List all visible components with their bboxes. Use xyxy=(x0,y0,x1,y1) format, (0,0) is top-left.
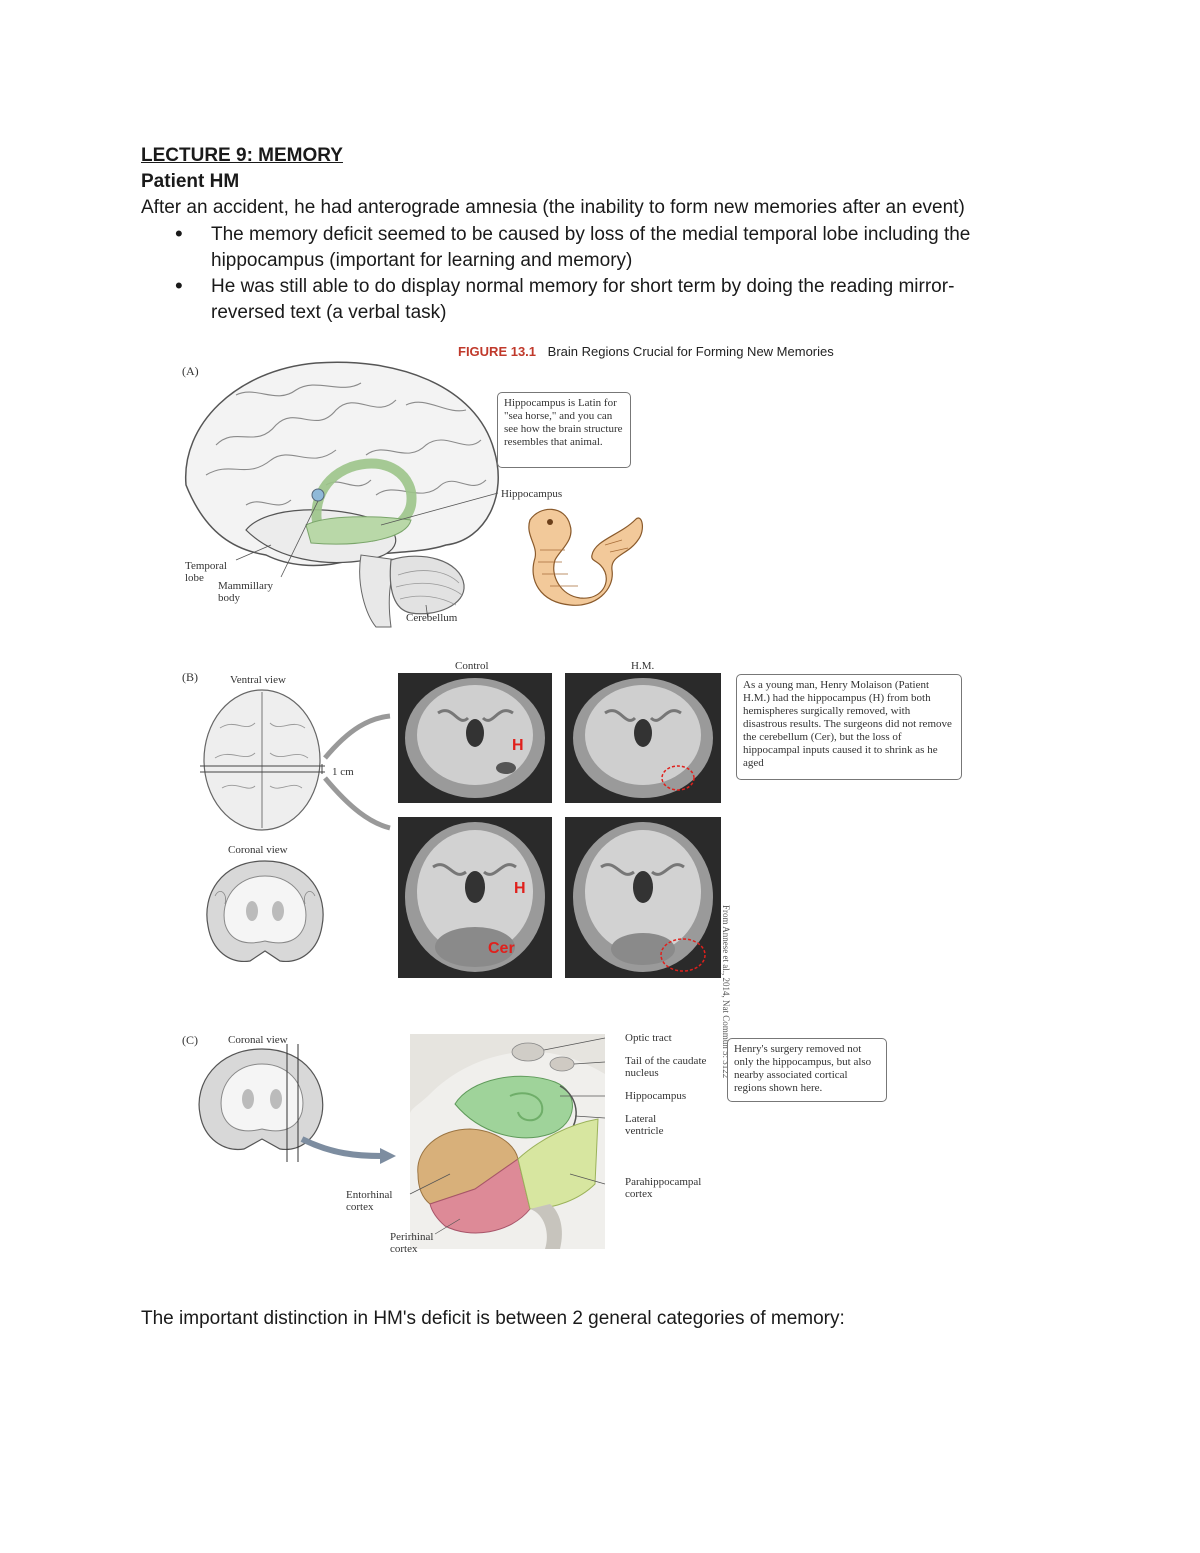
closing-paragraph: The important distinction in HM's defici… xyxy=(141,1308,845,1329)
label-cerebellum: Cerebellum xyxy=(406,612,458,624)
label-hm: H.M. xyxy=(631,660,655,672)
label-coronal-view-c: Coronal view xyxy=(228,1034,288,1046)
label-scale: 1 cm xyxy=(332,766,354,778)
bullet-item: The memory deficit seemed to be caused b… xyxy=(141,221,1021,274)
figure-number: FIGURE 13.1 xyxy=(458,344,537,359)
figure-header: FIGURE 13.1 Brain Regions Crucial for Fo… xyxy=(458,344,834,359)
hippocampus-callout: Hippocampus is Latin for "sea horse," an… xyxy=(497,392,631,468)
mark-h-bottom: H xyxy=(514,880,526,897)
ventral-brain-illustration xyxy=(200,689,391,831)
mark-h-top: H xyxy=(512,737,524,754)
label-hippocampus: Hippocampus xyxy=(501,488,563,500)
mark-cer: Cer xyxy=(488,940,515,957)
coronal-slice-illustration-b xyxy=(206,860,324,963)
label-parahippocampal: Parahippocampal cortex xyxy=(625,1176,702,1200)
seahorse-illustration xyxy=(528,508,644,606)
mri-hm-top xyxy=(565,673,721,803)
mri-control-bottom xyxy=(398,817,552,978)
panel-a-letter: (A) xyxy=(182,364,199,378)
label-mammillary-body: Mammillary body xyxy=(218,580,273,604)
panel-c-letter: (C) xyxy=(182,1033,198,1047)
label-optic-tract: Optic tract xyxy=(625,1032,672,1044)
lecture-title: LECTURE 9: MEMORY xyxy=(141,145,343,166)
figure-title: Brain Regions Crucial for Forming New Me… xyxy=(547,344,834,359)
intro-paragraph: After an accident, he had anterograde am… xyxy=(141,197,965,218)
label-lateral-ventricle: Lateral ventricle xyxy=(625,1113,664,1137)
section-title: Patient HM xyxy=(141,171,240,192)
brain-lateral-illustration xyxy=(185,361,499,628)
mri-control-top xyxy=(398,673,552,803)
bullet-list: The memory deficit seemed to be caused b… xyxy=(141,221,1021,326)
label-hippocampus-c: Hippocampus xyxy=(625,1090,687,1102)
label-ventral-view: Ventral view xyxy=(230,674,286,686)
label-coronal-view-b: Coronal view xyxy=(228,844,288,856)
label-tail-caudate: Tail of the caudate nucleus xyxy=(625,1055,707,1079)
medial-temporal-section xyxy=(409,1034,606,1249)
label-control: Control xyxy=(455,660,489,672)
bullet-item: He was still able to do display normal m… xyxy=(141,273,1021,326)
hm-callout: As a young man, Henry Molaison (Patient … xyxy=(736,674,962,780)
surgery-callout: Henry's surgery removed not only the hip… xyxy=(727,1038,887,1102)
mri-hm-bottom xyxy=(565,817,721,978)
panel-b-letter: (B) xyxy=(182,670,198,684)
label-temporal-lobe: Temporal lobe xyxy=(185,560,227,584)
label-entorhinal: Entorhinal cortex xyxy=(346,1189,393,1213)
label-perirhinal: Perirhinal cortex xyxy=(390,1231,434,1255)
coronal-slice-illustration-c xyxy=(198,1044,396,1164)
